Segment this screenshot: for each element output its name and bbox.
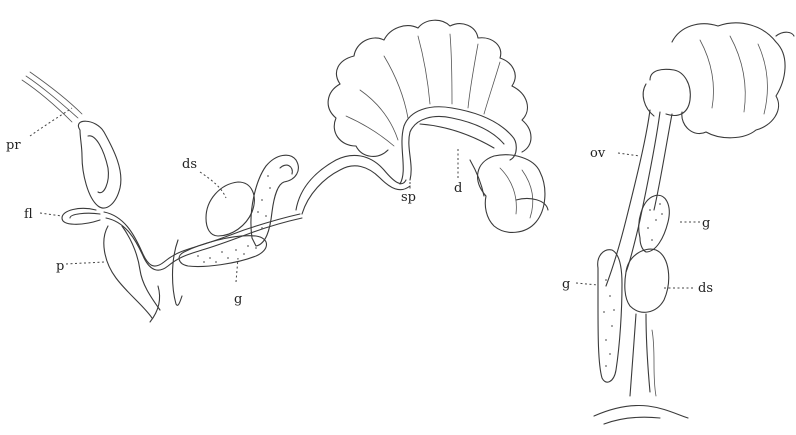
label-pr: pr — [6, 138, 21, 153]
label-g-right-upper: g — [702, 216, 710, 231]
label-g-right-lower: g — [562, 277, 570, 292]
label-g-left: g — [234, 292, 242, 307]
label-ov: ov — [590, 146, 606, 161]
left-specimen — [22, 20, 548, 322]
label-ds-left: ds — [182, 157, 197, 172]
leader-lines — [30, 108, 700, 288]
label-d: d — [454, 181, 462, 196]
right-specimen — [594, 23, 794, 424]
label-fl: fl — [24, 207, 33, 222]
label-p: p — [56, 259, 64, 274]
label-ds-right: ds — [698, 281, 713, 296]
label-sp: sp — [401, 190, 416, 205]
